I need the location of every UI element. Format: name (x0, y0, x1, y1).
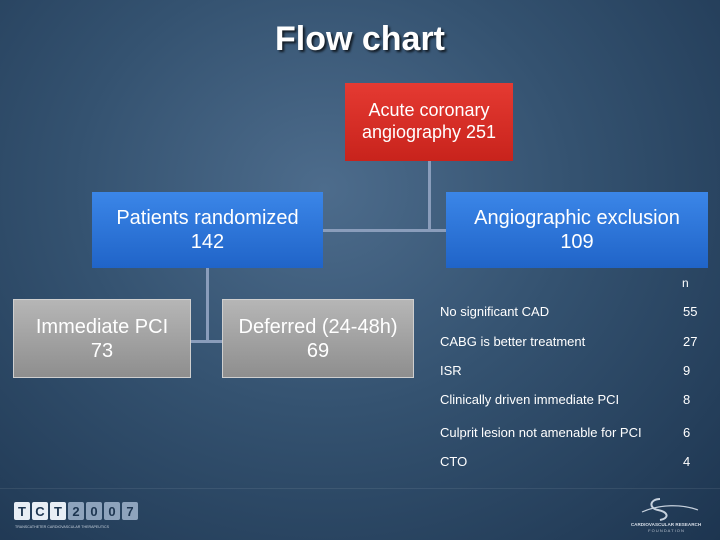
node-angiographic-exclusion: Angiographic exclusion 109 (446, 192, 708, 268)
node-label: Immediate PCI 73 (35, 315, 169, 362)
exclusion-row-label: CTO (440, 454, 468, 469)
exclusion-row-label: Culprit lesion not amenable for PCI (440, 425, 642, 440)
node-label: Patients randomized 142 (116, 207, 299, 253)
exclusion-row-value: 55 (683, 304, 698, 319)
crf-arc-icon (641, 505, 699, 513)
crf-line2: F O U N D A T I O N (648, 528, 684, 533)
exclusion-row: ISR 9 (440, 363, 710, 383)
crf-swirl-icon (650, 498, 668, 521)
tct-logo-tile (68, 502, 84, 520)
exclusion-row-value: 4 (683, 454, 691, 469)
tct-logo-tile (14, 502, 30, 520)
node-label: Angiographic exclusion 109 (474, 207, 680, 253)
tct-logo-tile (32, 502, 48, 520)
footer-divider (0, 488, 720, 489)
tct-logo-letter: 7 (126, 504, 133, 519)
exclusion-row-value: 6 (683, 425, 691, 440)
node-label: Acute coronary angiography 251 (361, 100, 497, 142)
exclusion-row-value: 27 (683, 334, 698, 349)
exclusion-row-label: ISR (440, 363, 462, 378)
node-deferred: Deferred (24-48h) 69 (222, 299, 414, 378)
tct-logo-letter: 0 (90, 504, 97, 519)
exclusion-row-value: 8 (683, 392, 691, 407)
node-patients-randomized: Patients randomized 142 (92, 192, 323, 268)
crf-logo: CARDIOVASCULAR RESEARCH F O U N D A T I … (631, 498, 702, 533)
crf-line1: CARDIOVASCULAR RESEARCH (631, 522, 702, 527)
exclusion-row: Culprit lesion not amenable for PCI 6 (440, 425, 710, 445)
tct-logo-letter: C (35, 504, 45, 519)
slide-title: Flow chart (274, 20, 446, 58)
tct-logo-letter: 2 (72, 504, 79, 519)
connector-horizontal-top (323, 229, 446, 232)
exclusion-row: CABG is better treatment 27 (440, 334, 710, 354)
exclusion-row-label: CABG is better treatment (440, 334, 586, 349)
exclusion-row-label: Clinically driven immediate PCI (440, 392, 620, 407)
node-immediate-pci: Immediate PCI 73 (13, 299, 191, 378)
exclusion-table-header-n: n (682, 276, 689, 290)
connector-randomized-down (206, 268, 209, 342)
tct-logo-letter: 0 (108, 504, 115, 519)
tct-logo-tile (86, 502, 102, 520)
node-label: Deferred (24-48h) 69 (238, 315, 398, 362)
connector-horizontal-bottom (191, 340, 222, 343)
exclusion-row: Clinically driven immediate PCI 8 (440, 392, 710, 412)
exclusion-row-value: 9 (683, 363, 691, 378)
tct-tagline: TRANSCATHETER CARDIOVASCULAR THERAPEUTIC… (15, 525, 110, 529)
connector-root-down (428, 161, 431, 231)
tct-logo-tile (50, 502, 66, 520)
exclusion-row-label: No significant CAD (440, 304, 550, 319)
tct-logo-letter: T (54, 504, 62, 519)
tct-logo-tile (122, 502, 138, 520)
node-acute-coronary-angiography: Acute coronary angiography 251 (345, 83, 513, 161)
exclusion-row: CTO 4 (440, 454, 710, 474)
tct-logo-letter: T (18, 504, 26, 519)
tct-logo-tile (104, 502, 120, 520)
exclusion-row: No significant CAD 55 (440, 304, 710, 324)
